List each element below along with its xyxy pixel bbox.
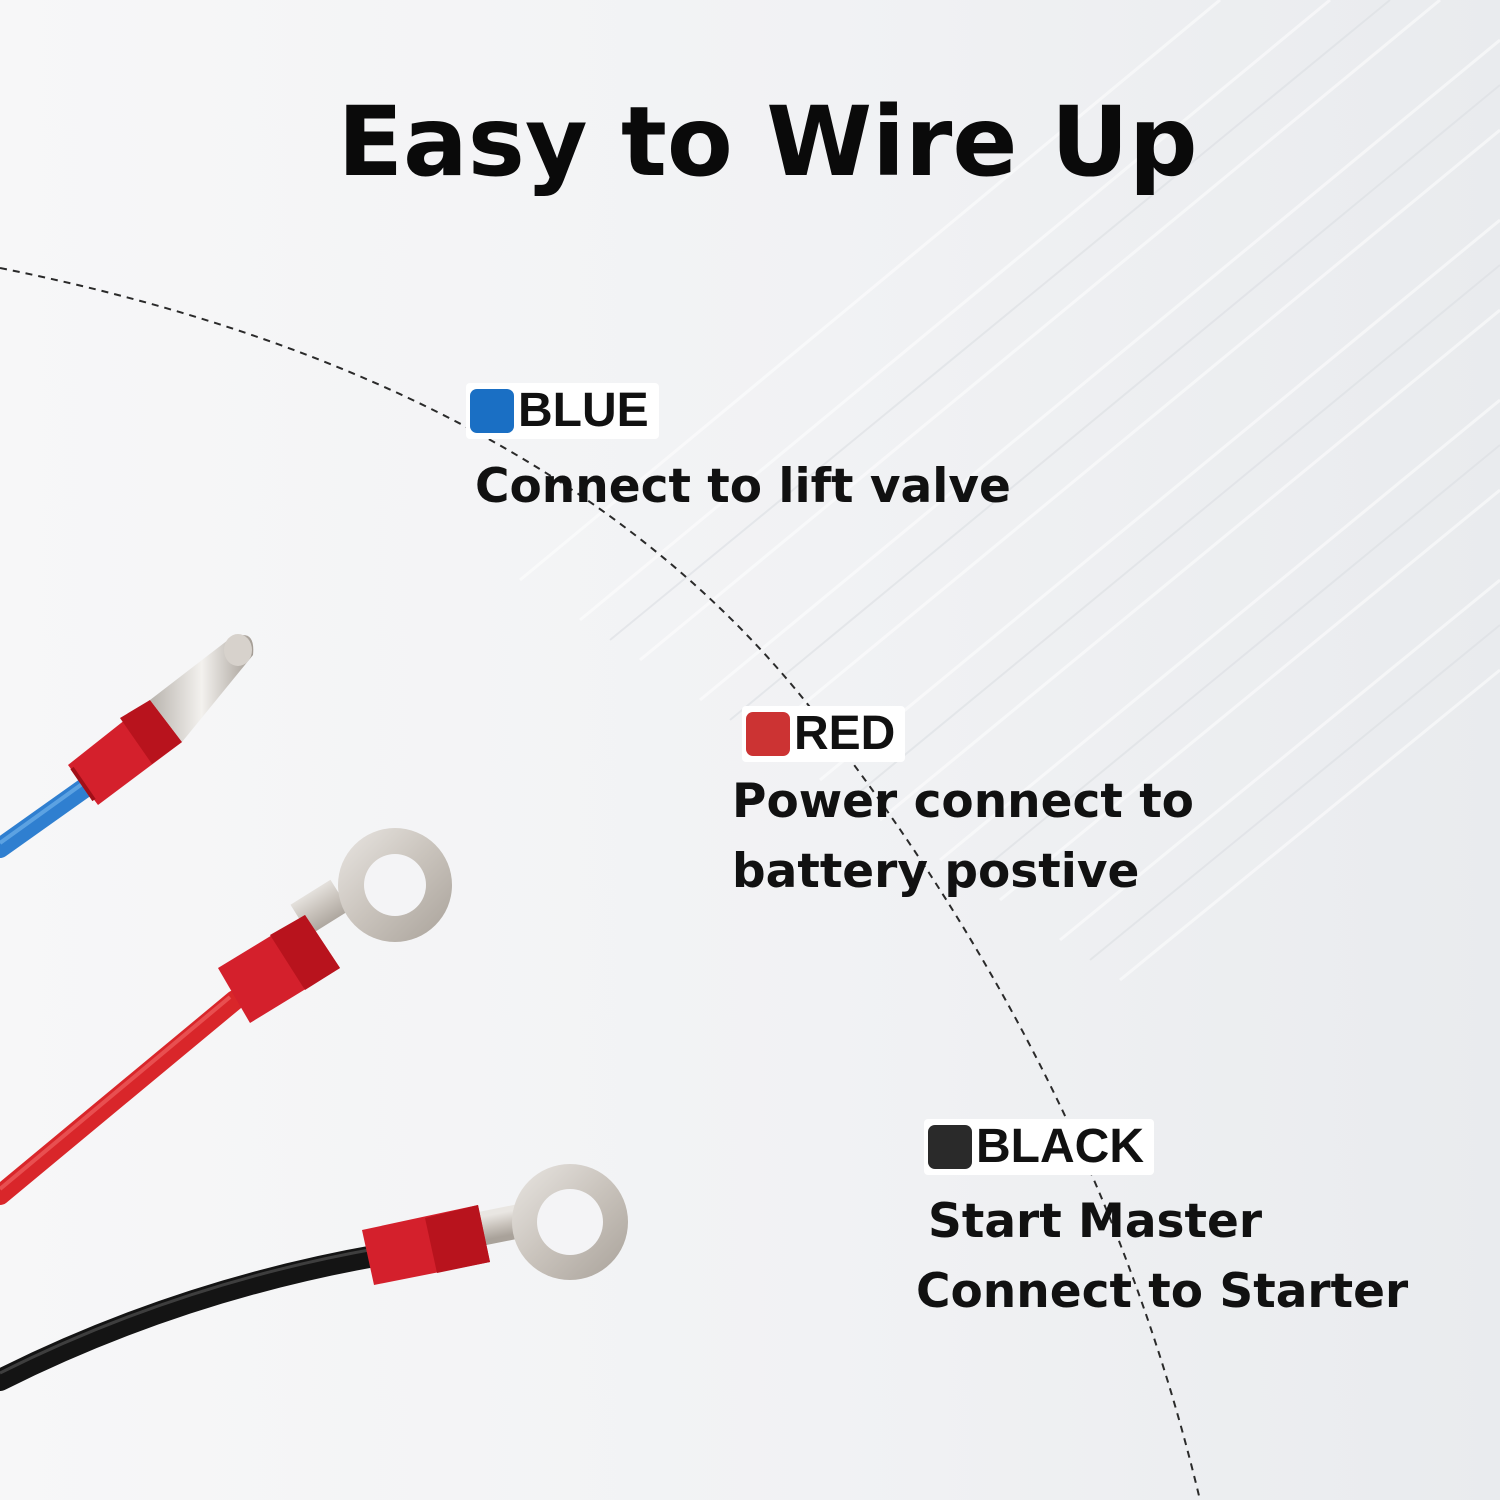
red-color-label: RED bbox=[742, 706, 906, 762]
page-title: Easy to Wire Up bbox=[337, 86, 1198, 198]
red-swatch-icon bbox=[746, 712, 790, 756]
black-description-line-1: Start Master bbox=[928, 1194, 1263, 1249]
blue-wire bbox=[0, 634, 254, 858]
black-label-text: BLACK bbox=[976, 1120, 1144, 1173]
red-label-text: RED bbox=[794, 707, 896, 760]
blue-description: Connect to lift valve bbox=[475, 452, 1011, 522]
red-wire bbox=[0, 828, 452, 1205]
red-description-line-2: battery postive bbox=[732, 844, 1140, 899]
blue-swatch-icon bbox=[470, 389, 514, 433]
black-swatch-icon bbox=[928, 1125, 972, 1169]
red-description-line-1: Power connect to bbox=[732, 774, 1194, 829]
red-description: Power connect to battery postive bbox=[732, 767, 1194, 907]
black-description: Start Master Connect to Starter bbox=[916, 1187, 1408, 1327]
black-color-label: BLACK bbox=[924, 1119, 1154, 1175]
blue-description-line: Connect to lift valve bbox=[475, 459, 1011, 514]
black-wire bbox=[0, 1164, 628, 1391]
blue-color-label: BLUE bbox=[466, 383, 659, 439]
black-description-line-2: Connect to Starter bbox=[916, 1264, 1409, 1319]
blue-label-text: BLUE bbox=[518, 384, 649, 437]
